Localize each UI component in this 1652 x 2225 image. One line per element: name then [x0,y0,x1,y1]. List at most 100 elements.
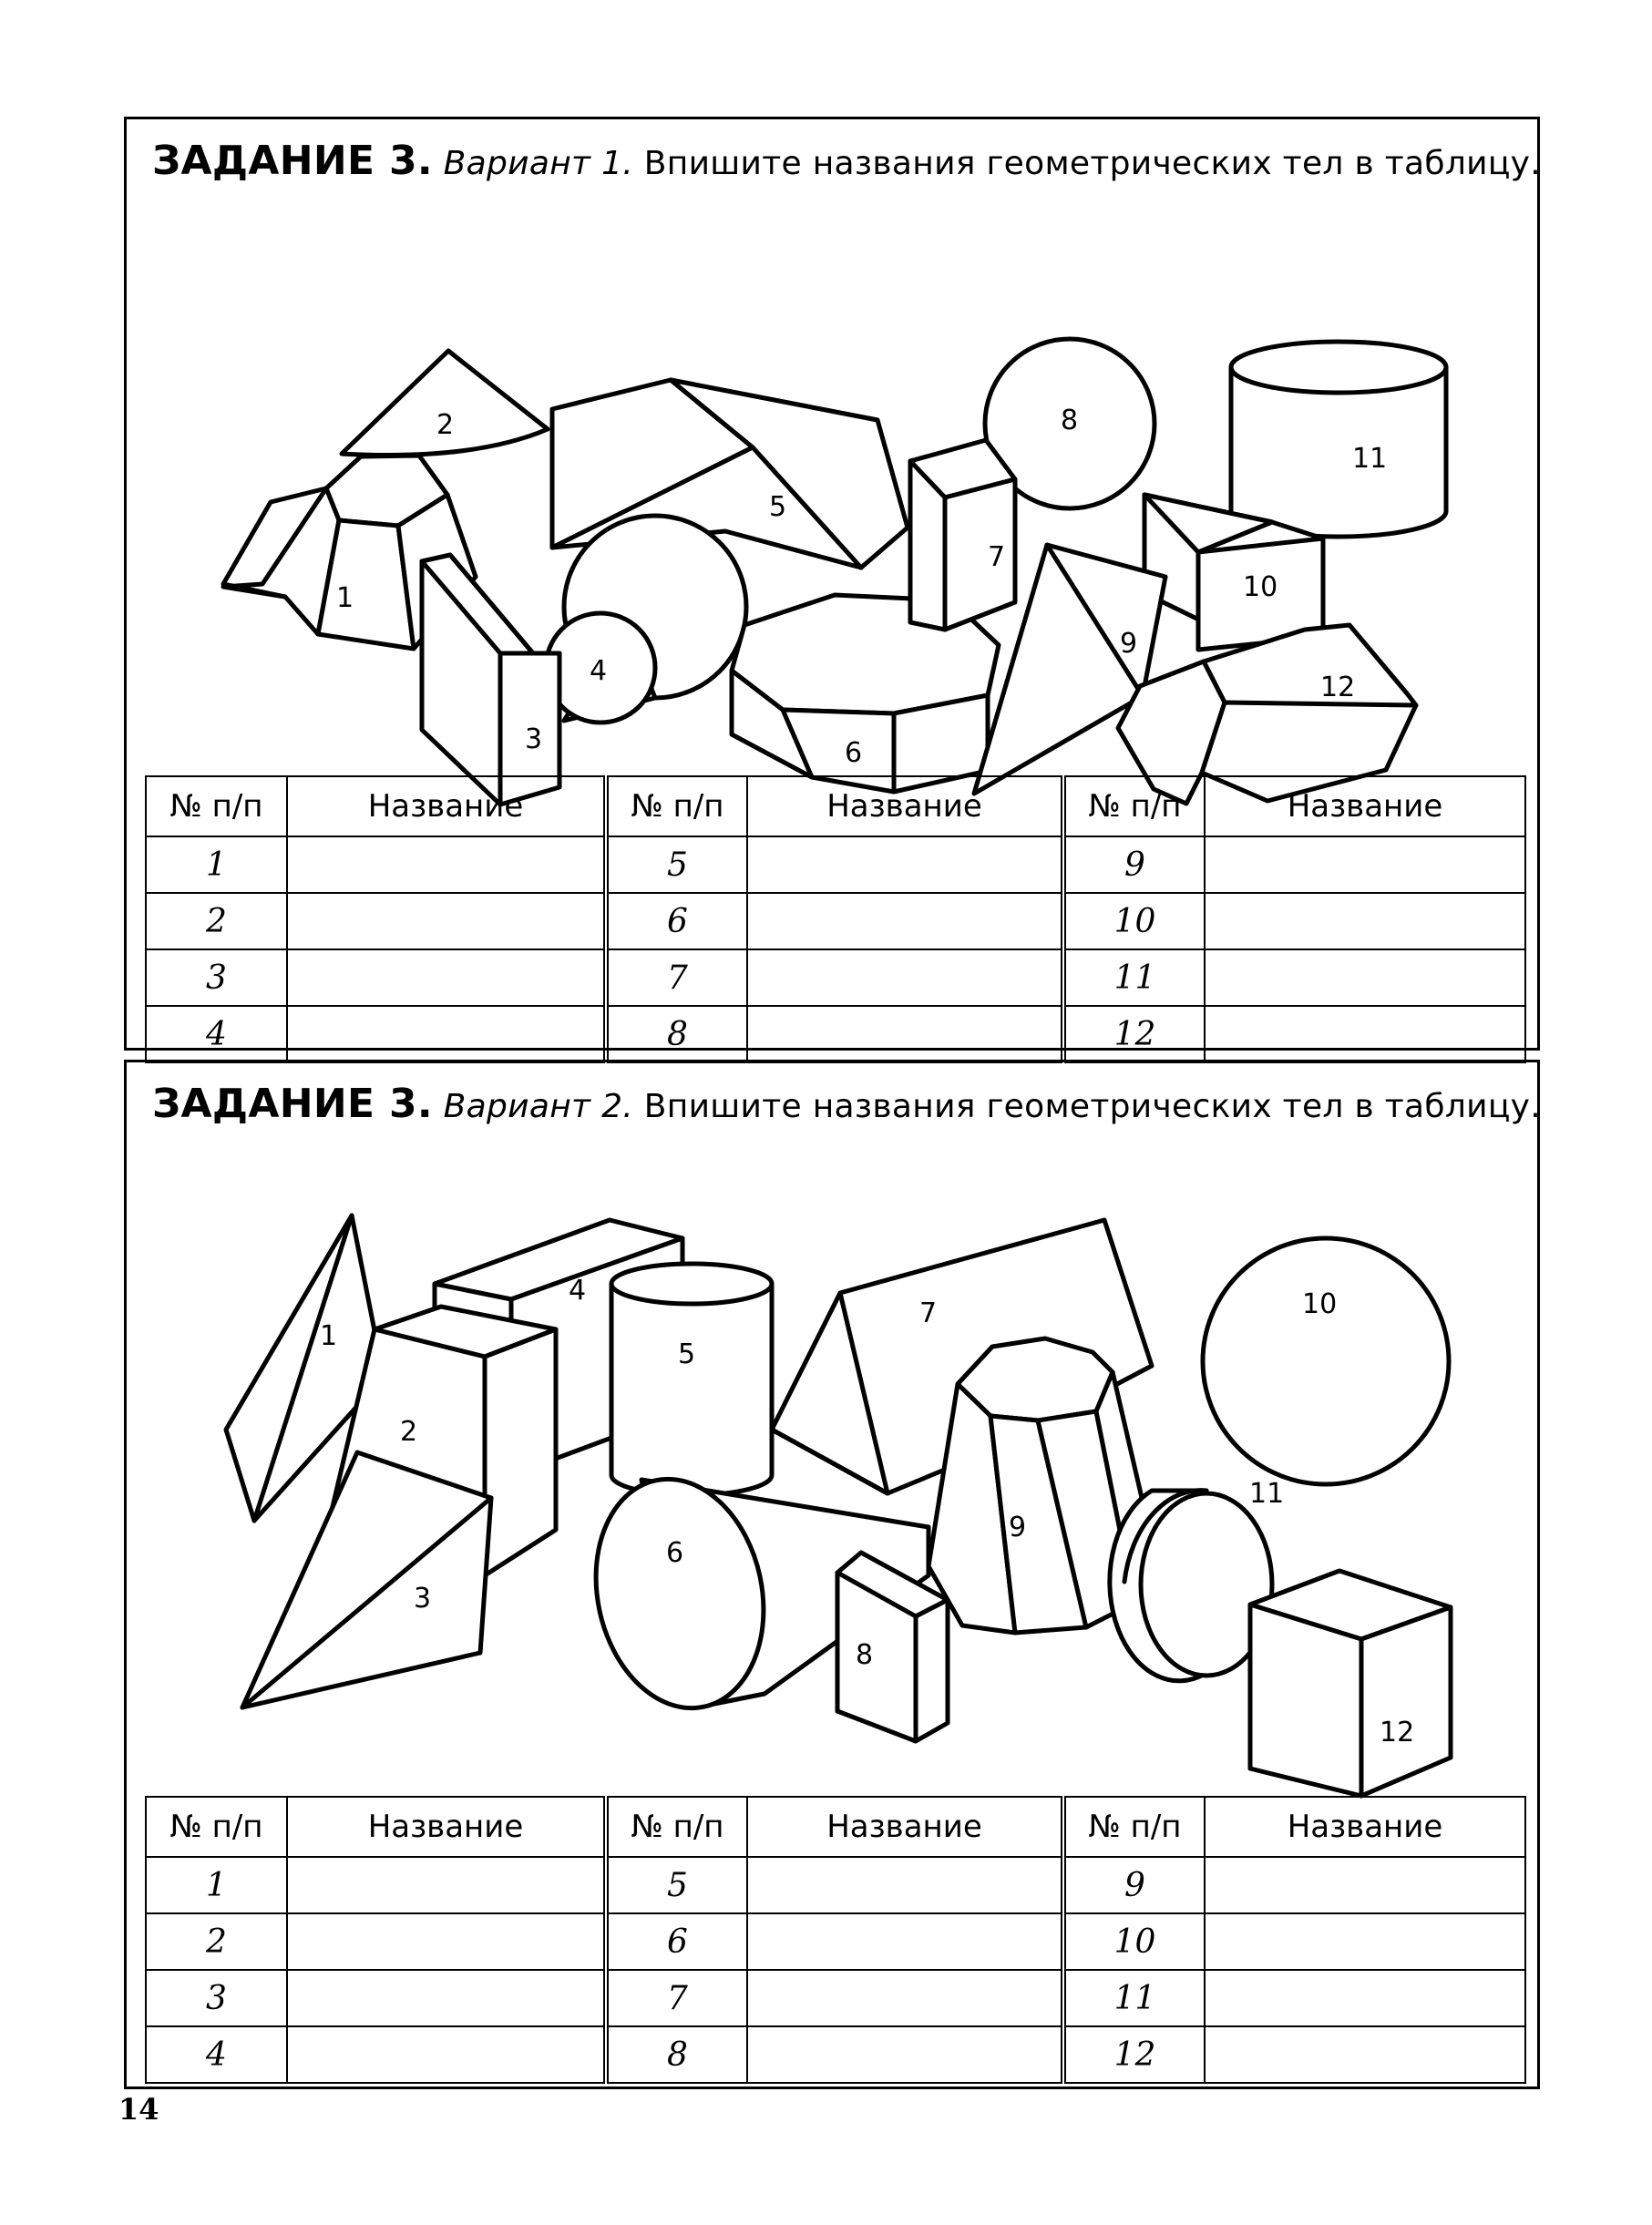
answer-cell[interactable] [1204,2025,1526,2084]
shape-10-sphere [1200,1236,1452,1487]
answer-cell[interactable] [286,836,609,894]
task-title-text: Впишите названия геометрических тел в та… [643,1088,1541,1125]
answer-cell[interactable] [746,2025,1066,2084]
shape-label-2: 2 [400,1416,417,1448]
row-number: 8 [605,2025,748,2084]
answer-cell[interactable] [286,1969,609,2027]
row-number: 3 [145,948,288,1007]
shape-label-6: 6 [666,1537,683,1569]
shape-label-9: 9 [1120,628,1137,660]
shape-label-9: 9 [1009,1512,1026,1543]
answer-cell[interactable] [286,1005,609,1063]
shape-label-7: 7 [919,1297,937,1329]
answer-cell[interactable] [746,836,1066,894]
table-row: 2 6 10 [145,892,1526,950]
table-row: 4 8 12 [145,2025,1526,2084]
shape-label-3: 3 [414,1583,431,1615]
row-number: 1 [145,1856,288,1914]
shape-label-12: 12 [1380,1717,1414,1748]
header-number: № п/п [1062,775,1206,837]
row-number: 4 [145,1005,288,1063]
answer-cell[interactable] [286,1856,609,1914]
header-name: Название [746,775,1066,837]
header-name: Название [286,775,609,837]
shape-label-4: 4 [569,1275,586,1307]
shape-label-4: 4 [590,655,607,687]
answer-cell[interactable] [746,1856,1066,1914]
answer-cell[interactable] [1204,1856,1526,1914]
answer-table: № п/п Название № п/п Название № п/п Назв… [145,775,1526,1063]
shape-label-5: 5 [678,1338,695,1370]
header-number: № п/п [145,775,288,837]
shape-4-cylinder [543,513,749,725]
answer-cell[interactable] [1204,1005,1526,1063]
row-number: 11 [1062,948,1206,1007]
row-number: 3 [145,1969,288,2027]
shape-label-1: 1 [336,582,354,614]
shape-11-cylinder [1228,339,1449,539]
shape-5-cylinder [609,1261,775,1498]
shape-10-triangular-prism [1142,492,1326,652]
row-number: 12 [1062,1005,1206,1063]
row-number: 2 [145,892,288,950]
header-number: № п/п [605,775,748,837]
row-number: 12 [1062,2025,1206,2084]
geometric-bodies-figure: 1 2 3 4 5 6 7 8 9 10 11 12 [221,336,1449,807]
header-number: № п/п [605,1796,748,1858]
shape-label-3: 3 [525,723,542,755]
table-row: 3 7 11 [145,1969,1526,2027]
row-number: 6 [605,892,748,950]
row-number: 5 [605,1856,748,1914]
shape-label-8: 8 [1061,405,1078,436]
answer-cell[interactable] [746,1969,1066,2027]
answer-cell[interactable] [1204,892,1526,950]
table-row: 1 5 9 [145,836,1526,894]
row-number: 9 [1062,1856,1206,1914]
answer-cell[interactable] [746,1912,1066,1971]
shape-1-pyramid [223,1213,386,1523]
shape-label-11: 11 [1249,1478,1284,1510]
answer-cell[interactable] [286,948,609,1007]
row-number: 10 [1062,1912,1206,1971]
shape-label-1: 1 [320,1320,337,1352]
answer-cell[interactable] [1204,1912,1526,1971]
header-name: Название [746,1796,1066,1858]
shape-label-2: 2 [436,409,454,441]
answer-cell[interactable] [746,892,1066,950]
answer-cell[interactable] [746,1005,1066,1063]
answer-cell[interactable] [1204,948,1526,1007]
answer-cell[interactable] [746,948,1066,1007]
task-title-variant: Вариант 1. [443,145,634,182]
task-title-text: Впишите названия геометрических тел в та… [643,145,1541,182]
answer-cell[interactable] [1204,1969,1526,2027]
task-title-lead: ЗАДАНИЕ 3. [152,138,433,184]
shape-3-box [419,552,562,807]
shape-label-10: 10 [1302,1288,1337,1320]
shape-6-cone [593,1476,931,1711]
answer-cell[interactable] [286,1912,609,1971]
row-number: 7 [605,948,748,1007]
table-row: 4 8 12 [145,1005,1526,1063]
answer-cell[interactable] [286,892,609,950]
shape-label-8: 8 [856,1639,873,1671]
shape-7-cube [908,437,1018,632]
shape-3-pyramid [240,1450,494,1710]
header-number: № п/п [1062,1796,1206,1858]
task-title-variant: Вариант 2. [443,1088,634,1125]
shape-8-box [835,1550,950,1744]
geometric-bodies-figure: 1 2 3 4 5 6 7 8 9 10 11 12 [223,1213,1453,1799]
header-name: Название [1204,1796,1526,1858]
table-row: 2 6 10 [145,1912,1526,1971]
task-panel-variant-2: ЗАДАНИЕ 3. Вариант 2. Впишите названия г… [124,1060,1541,2089]
shape-12-cube [1247,1568,1453,1799]
answer-cell[interactable] [1204,836,1526,894]
task-title-lead: ЗАДАНИЕ 3. [152,1081,433,1127]
row-number: 7 [605,1969,748,2027]
answer-cell[interactable] [286,2025,609,2084]
task-title: ЗАДАНИЕ 3. Вариант 1. Впишите названия г… [152,138,1541,184]
shape-11-cylinder [1107,1488,1275,1684]
row-number: 11 [1062,1969,1206,2027]
row-number: 10 [1062,892,1206,950]
shape-label-12: 12 [1320,672,1355,703]
task-title: ЗАДАНИЕ 3. Вариант 2. Впишите названия г… [152,1081,1541,1127]
